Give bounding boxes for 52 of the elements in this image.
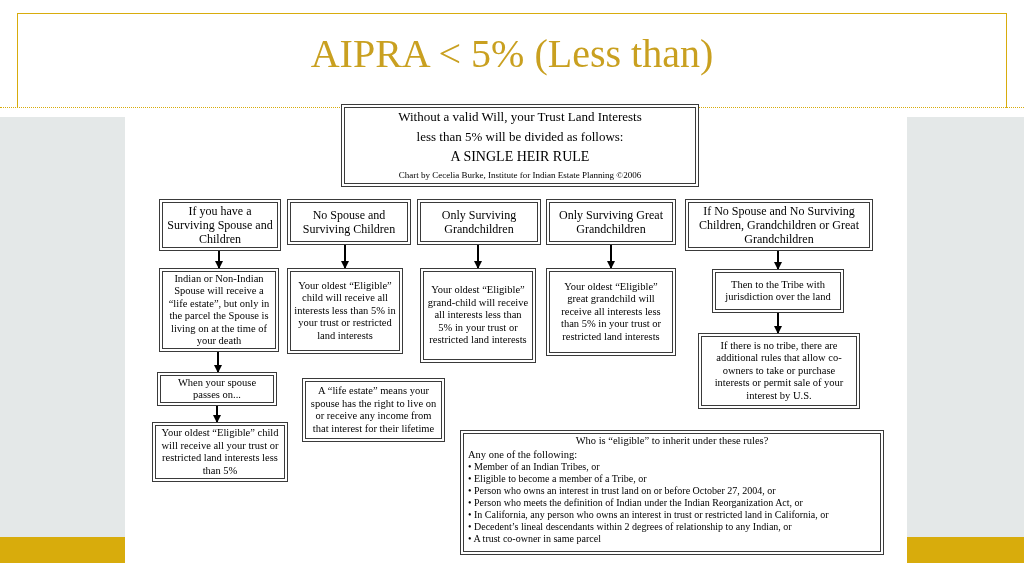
list-item: • Member of an Indian Tribes, or — [468, 461, 601, 473]
condition-box — [287, 199, 411, 245]
header-text: less than 5% will be divided as follows: — [416, 128, 624, 145]
box-text: Your oldest “Eligible” great grandchild will receive all interests less than 5% in your trust or restricted land interests — [560, 280, 662, 344]
arrow — [774, 312, 782, 334]
outcome-box — [302, 378, 445, 442]
outcome-box — [698, 333, 860, 409]
arrow — [214, 351, 222, 373]
arrow — [607, 244, 615, 269]
box-text: If you have a Surviving Spouse and Children — [166, 204, 274, 246]
condition-box — [159, 199, 281, 251]
box-heading: Who is “eligible” to inherit under these rules? — [574, 435, 770, 448]
condition-box — [685, 199, 873, 251]
eligibility-box — [460, 430, 884, 555]
credit-note: Chart by Cecelia Burke, Institute for Indian Estate Planning ©2006 — [398, 170, 642, 182]
list-item: • Decedent’s lineal descendants within 2 degrees of relationship to any Indian, or — [468, 521, 793, 533]
arrow — [213, 405, 221, 423]
box-text: No Spouse and Surviving Children — [301, 208, 397, 236]
rule-heading: A SINGLE HEIR RULE — [450, 147, 590, 166]
box-text: Then to the Tribe with jurisdiction over the land — [724, 278, 832, 304]
box-text: Only Surviving Grandchildren — [440, 208, 518, 236]
arrow — [341, 244, 349, 269]
box-text: A “life estate” means your spouse has the right to live on or receive any income from that interest for their lifetime — [309, 385, 438, 435]
list-intro: Any one of the following: — [468, 448, 579, 461]
outcome-box — [420, 268, 536, 363]
slide-title: AIPRA < 5% (Less than) — [309, 30, 715, 78]
outcome-box — [546, 268, 676, 356]
outcome-box — [159, 268, 279, 352]
box-text: If there is no tribe, there are additional rules that allow co-owners to take or purchase interests or permit sale of your interest by U.S. — [713, 339, 845, 403]
box-text: Your oldest “Eligible” child will receive all your trust or restricted land interests less than 5% — [160, 427, 280, 477]
box-text: Your oldest “Eligible” grand-child will receive all interests less than 5% in your trust or restricted land interests — [427, 284, 529, 347]
box-text: When your spouse passes on... — [176, 376, 258, 402]
box-text: Only Surviving Great Grandchildren — [558, 208, 664, 236]
arrow — [215, 250, 223, 269]
condition-box — [417, 199, 541, 245]
outcome-box — [287, 268, 403, 354]
box-text: If No Spouse and No Surviving Children, Grandchildren or Great Grandchildren — [698, 204, 860, 246]
box-text: Your oldest “Eligible” child will receive all interests less than 5% in your trust or restricted land interests — [294, 279, 396, 343]
condition-box — [546, 199, 676, 245]
outcome-box — [152, 422, 288, 482]
arrow — [474, 244, 482, 269]
list-item: • Person who meets the definition of Indian under the Indian Reorganization Act, or — [468, 497, 804, 509]
list-item: • A trust co-owner in same parcel — [468, 533, 602, 545]
box-text: Indian or Non-Indian Spouse will receive a “life estate”, but only in the parcel the Spouse is living on at the time of your death — [167, 272, 271, 348]
arrow — [774, 250, 782, 270]
list-item: • Eligible to become a member of a Tribe, or — [468, 473, 648, 485]
outcome-box — [712, 269, 844, 313]
header-text: Without a valid Will, your Trust Land Interests — [398, 109, 642, 126]
header-box — [341, 104, 699, 187]
list-item: • Person who owns an interest in trust land on or before October 27, 2004, or — [468, 485, 777, 497]
list-item: • In California, any person who owns an interest in trust or restricted land in California, or — [468, 509, 830, 521]
outcome-box — [157, 372, 277, 406]
